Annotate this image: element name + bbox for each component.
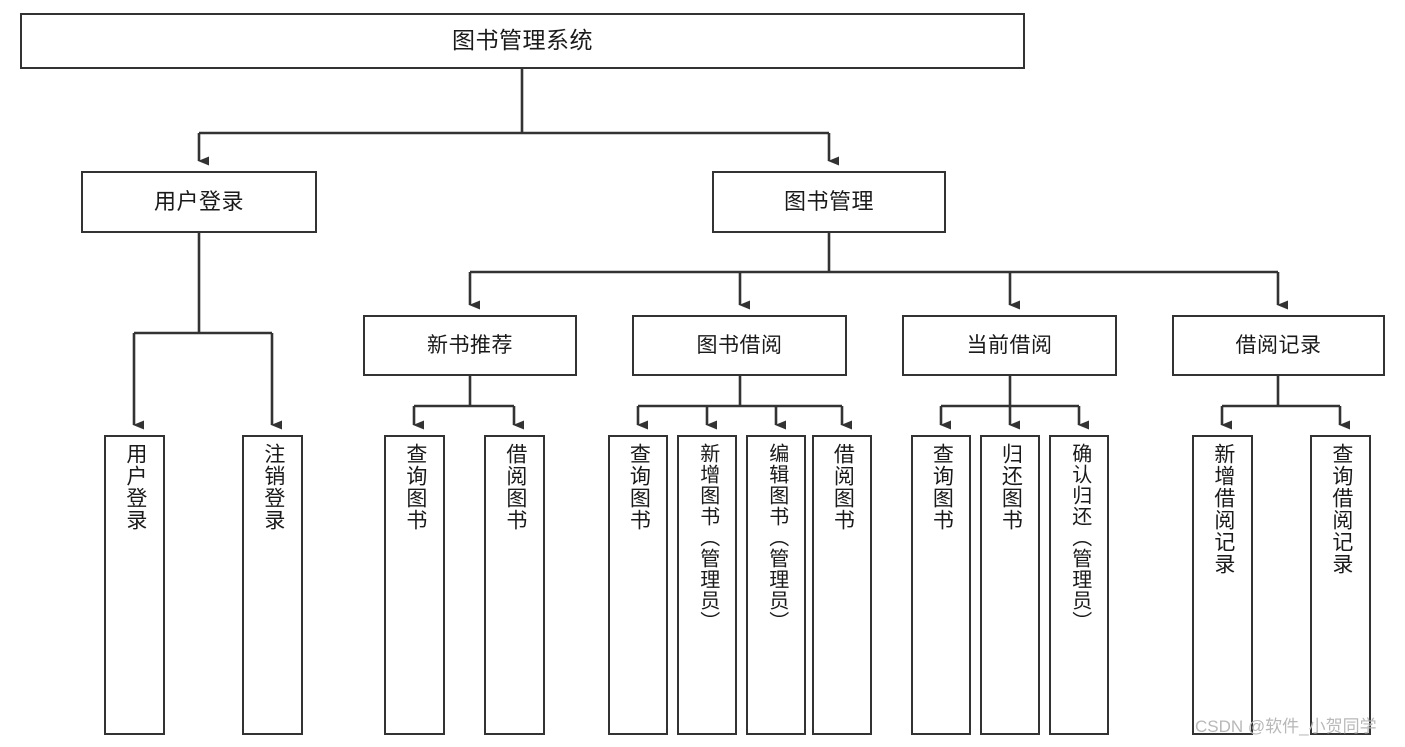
leaf-edit-book-admin[interactable]: 编辑图书（管理员） bbox=[746, 435, 806, 735]
node-label: 借阅图书 bbox=[503, 443, 527, 531]
node-label: 借阅记录 bbox=[1235, 333, 1322, 357]
leaf-confirm-return-admin[interactable]: 确认归还（管理员） bbox=[1049, 435, 1109, 735]
leaf-add-book-admin[interactable]: 新增图书（管理员） bbox=[677, 435, 737, 735]
node-label: 当前借阅 bbox=[966, 333, 1053, 357]
node-label: 新书推荐 bbox=[427, 333, 513, 357]
leaf-query-book-borrow[interactable]: 查询图书 bbox=[608, 435, 668, 735]
node-label: 查询图书 bbox=[930, 443, 954, 531]
leaf-add-borrow-record[interactable]: 新增借阅记录 bbox=[1192, 435, 1253, 735]
node-user-login[interactable]: 用户登录 bbox=[81, 171, 317, 233]
node-label: 编辑图书（管理员） bbox=[765, 443, 788, 632]
leaf-logout-login[interactable]: 注销登录 bbox=[242, 435, 303, 735]
node-label: 图书管理 bbox=[783, 188, 874, 214]
node-label: 新增借阅记录 bbox=[1211, 443, 1235, 575]
node-label: 查询借阅记录 bbox=[1329, 443, 1353, 575]
leaf-query-borrow-record[interactable]: 查询借阅记录 bbox=[1310, 435, 1371, 735]
node-label: 查询图书 bbox=[403, 443, 427, 531]
leaf-return-book[interactable]: 归还图书 bbox=[980, 435, 1040, 735]
leaf-borrow-book[interactable]: 借阅图书 bbox=[812, 435, 872, 735]
node-label: 查询图书 bbox=[627, 443, 651, 531]
node-label: 注销登录 bbox=[261, 443, 285, 531]
node-label: 确认归还（管理员） bbox=[1068, 443, 1091, 632]
node-label: 新增图书（管理员） bbox=[696, 443, 719, 632]
node-label: 归还图书 bbox=[999, 443, 1023, 531]
node-label: 借阅图书 bbox=[831, 443, 855, 531]
csdn-watermark: CSDN @软件_小贺同学 bbox=[1195, 717, 1377, 736]
leaf-query-book-current[interactable]: 查询图书 bbox=[911, 435, 971, 735]
leaf-user-login[interactable]: 用户登录 bbox=[104, 435, 165, 735]
node-label: 用户登录 bbox=[153, 188, 244, 214]
node-new-book-recommend[interactable]: 新书推荐 bbox=[363, 315, 577, 376]
node-label: 图书借阅 bbox=[696, 333, 783, 357]
node-label: 图书管理系统 bbox=[452, 27, 593, 54]
node-root-system[interactable]: 图书管理系统 bbox=[20, 13, 1025, 69]
leaf-borrow-book-recommend[interactable]: 借阅图书 bbox=[484, 435, 545, 735]
node-borrow-record[interactable]: 借阅记录 bbox=[1172, 315, 1385, 376]
node-book-borrow[interactable]: 图书借阅 bbox=[632, 315, 847, 376]
node-current-borrow[interactable]: 当前借阅 bbox=[902, 315, 1117, 376]
leaf-query-book-recommend[interactable]: 查询图书 bbox=[384, 435, 445, 735]
node-book-management[interactable]: 图书管理 bbox=[712, 171, 946, 233]
node-label: 用户登录 bbox=[123, 443, 147, 531]
